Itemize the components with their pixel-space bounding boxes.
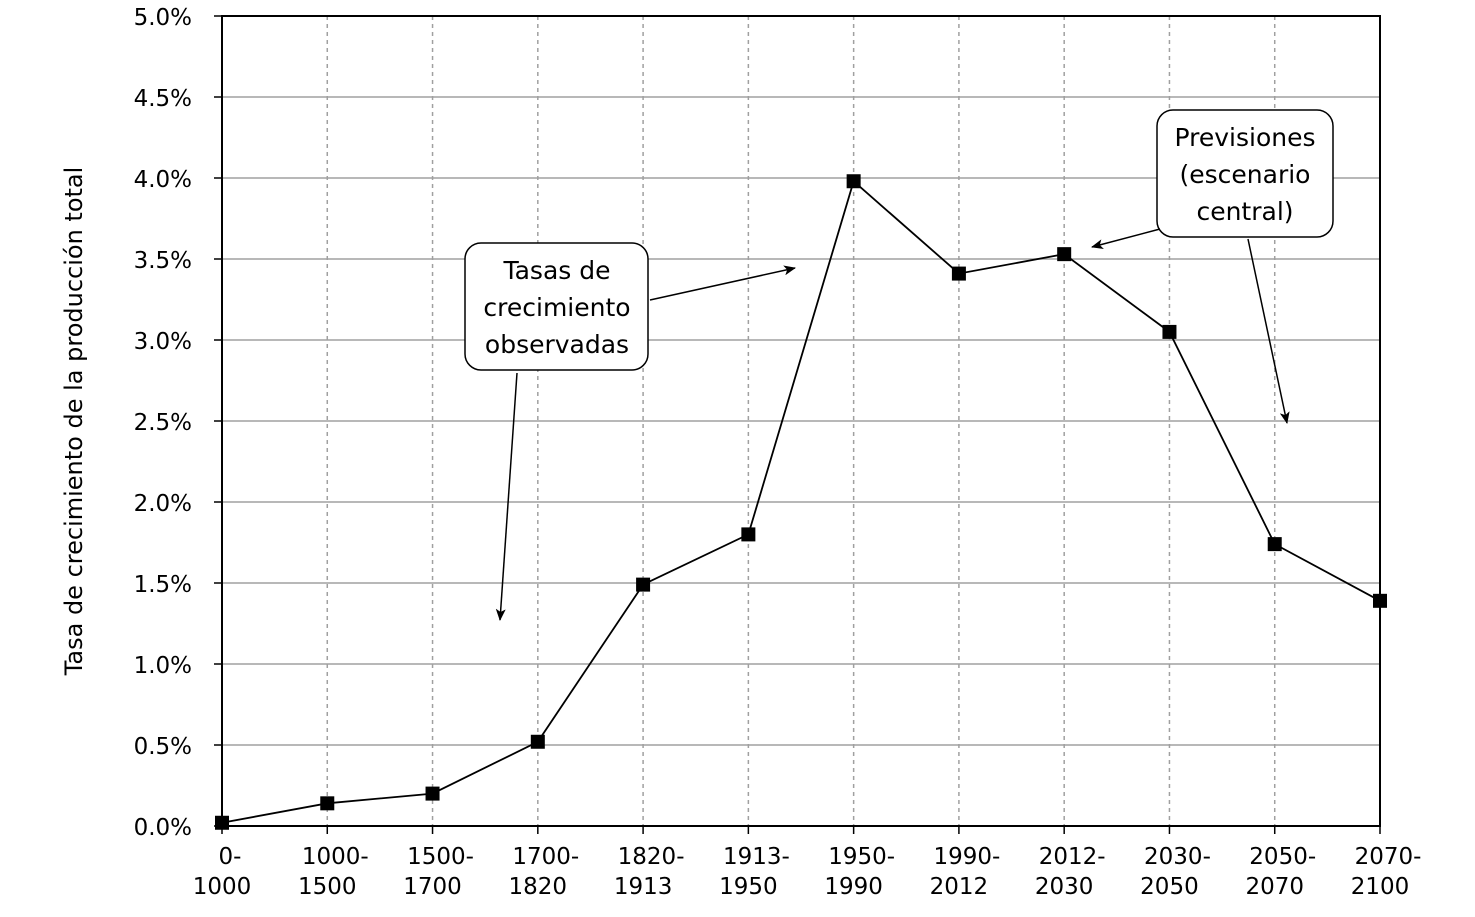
x-tick-label: 2030-: [1144, 844, 1211, 870]
axes: 0.0% 0.5% 1.0% 1.5% 2.0% 2.5% 3.0% 3.5% 4.0% 4.5%…: [134, 5, 1422, 900]
annotation-arrow: [495, 372, 518, 621]
y-tick-label: 4.0%: [134, 167, 192, 193]
grid: [222, 16, 1380, 826]
series: [215, 174, 1387, 830]
y-tick-label: 0.5%: [134, 734, 192, 760]
y-tick-label: 5.0%: [134, 5, 192, 31]
x-tick-label: 1000-: [302, 844, 369, 870]
data-point-marker: [741, 527, 756, 542]
y-tick-label: 3.0%: [134, 329, 192, 355]
x-tick-label: 1990: [824, 874, 883, 900]
y-axis-label: Tasa de crecimiento de la producción tot…: [60, 167, 88, 677]
x-tick-label: 2070: [1245, 874, 1304, 900]
x-tick-label: 1950-: [828, 844, 895, 870]
x-tick-label: 1990-: [933, 844, 1000, 870]
annotation-arrow: [1091, 228, 1161, 250]
x-tick-label: 1700-: [512, 844, 579, 870]
data-point-marker: [1162, 324, 1177, 339]
data-point-marker: [320, 796, 335, 811]
x-tick-label: 2012-: [1039, 844, 1106, 870]
y-tick-label: 2.5%: [134, 410, 192, 436]
x-tick-label: 1000: [193, 874, 252, 900]
x-tick-label: 2012: [930, 874, 989, 900]
x-tick-label: 1820: [509, 874, 568, 900]
x-tick-label: 2050-: [1249, 844, 1316, 870]
y-tick-label: 3.5%: [134, 248, 192, 274]
x-tick-label: 1700: [403, 874, 462, 900]
annotation-box: [1156, 109, 1334, 238]
x-tick-label: 2070-: [1355, 844, 1422, 870]
annotation-text: (escenario: [1180, 160, 1311, 189]
x-tick-label: 2050: [1140, 874, 1199, 900]
annotation-text: Tasas de: [502, 256, 610, 285]
y-tick-label: 4.5%: [134, 86, 192, 112]
data-point-marker: [1057, 247, 1072, 262]
annotation-text: crecimiento: [483, 293, 630, 322]
x-tick-label: 2100: [1351, 874, 1410, 900]
x-tick-label: 1500-: [407, 844, 474, 870]
data-point-marker: [425, 786, 440, 801]
x-tick-label: 1913: [614, 874, 673, 900]
data-point-marker: [1373, 593, 1387, 608]
annotation-box: [464, 242, 649, 371]
data-point-marker: [215, 815, 229, 830]
series-line: [221, 179, 1381, 824]
x-tick-label: 2030: [1035, 874, 1094, 900]
y-tick-label: 0.0%: [134, 815, 192, 841]
x-tick-label: 1950: [719, 874, 778, 900]
data-point-marker: [636, 577, 651, 592]
x-tick-label: 0-: [219, 844, 242, 870]
data-point-marker: [1267, 537, 1282, 552]
data-point-marker: [951, 266, 966, 281]
annotation-arrow: [1247, 238, 1290, 424]
plot-frame: [221, 15, 1381, 827]
annotation-arrow: [649, 265, 796, 301]
data-point-marker: [846, 174, 861, 189]
x-tick-label: 1820-: [618, 844, 685, 870]
y-tick-label: 1.5%: [134, 572, 192, 598]
data-point-marker: [530, 734, 545, 749]
y-tick-label: 2.0%: [134, 491, 192, 517]
annotation-text: observadas: [485, 330, 629, 359]
annotations: Tasas de crecimiento observadas Previsiones…: [464, 109, 1334, 621]
annotation-text: central): [1196, 197, 1293, 226]
annotation-text: Previsiones: [1174, 123, 1315, 152]
x-tick-label: 1500: [298, 874, 357, 900]
x-tick-label: 1913-: [723, 844, 790, 870]
y-tick-label: 1.0%: [134, 653, 192, 679]
